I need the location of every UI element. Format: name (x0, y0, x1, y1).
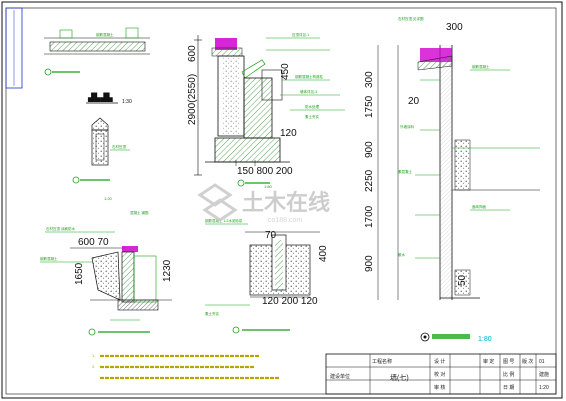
svg-text:钢筋混凝土 1:2水泥砂浆: 钢筋混凝土 1:2水泥砂浆 (205, 218, 243, 223)
watermark: 土木在线 co188.com (197, 183, 330, 224)
section-2: 600 70 1650 1230 石材压顶 涂刷防水 钢筋混凝土 混凝土 钢筋 (40, 210, 173, 336)
svg-text:钢筋混凝土: 钢筋混凝土 (40, 256, 58, 261)
scale-label-3: 1:80 (264, 184, 273, 189)
elev-dim-3: 900 (364, 141, 375, 158)
svg-text:墙体详见-3: 墙体详见-3 (300, 89, 317, 94)
dim-section3-v1: 70 (265, 230, 277, 241)
tb-cell-8: 版 次 (522, 358, 533, 365)
dim-section1-v2: 2900(2550) (187, 74, 198, 125)
detail-pillar: 石材压顶 (72, 117, 130, 184)
svg-text:素混凝土: 素混凝土 (398, 169, 412, 174)
tb-cell-6: 比 例 (503, 371, 514, 378)
svg-text:石材压顶 涂刷防水: 石材压顶 涂刷防水 (46, 226, 75, 231)
elev-dim-6: 900 (364, 255, 375, 272)
svg-text:素土夯实: 素土夯实 (205, 311, 219, 316)
note-1-number: 1. (92, 353, 95, 358)
tb-project-label: 工程名称 (372, 358, 392, 365)
dim-section2-v3: 1230 (162, 259, 173, 282)
section-3: 70 400 120 200 120 钢筋混凝土 1:2水泥砂浆 素土夯实 (205, 218, 329, 334)
note-2-number: 2. (92, 364, 95, 369)
watermark-sub: co188.com (268, 217, 302, 224)
tb-cell-4: 审 定 (483, 358, 494, 365)
svg-text:防水处理: 防水处理 (305, 104, 319, 109)
tb-value-1: 01 (539, 359, 545, 365)
svg-text:外墙涂料: 外墙涂料 (400, 124, 414, 129)
svg-text:石材压顶: 石材压顶 (112, 144, 126, 149)
dim-section1-v1: 600 (187, 45, 198, 62)
dim-section3-h: 120 200 120 (262, 296, 318, 307)
section-1: 600 2900(2550) 150 800 200 450 120 压顶详见-… (187, 32, 345, 187)
binding-strip (5, 7, 23, 89)
tb-cell-2: 校 对 (434, 371, 445, 378)
tb-cell-5: 图 号 (503, 359, 514, 365)
svg-text:面砖饰面: 面砖饰面 (472, 204, 486, 209)
svg-text:钢筋混凝土: 钢筋混凝土 (96, 32, 114, 37)
tb-value-5: 建施 (539, 371, 549, 378)
detail-label-left: ▟▙▟▙ 1:30 (86, 92, 132, 105)
notes-block: 1. 2. (92, 353, 280, 380)
elev-dim-7: 300 (446, 22, 463, 33)
dim-section1-v3: 450 (280, 63, 291, 80)
tb-cell-7: 日 期 (503, 385, 514, 391)
dim-section3-v2: 400 (318, 245, 329, 262)
svg-text:素土夯实: 素土夯实 (305, 114, 319, 119)
detail-top-left: 钢筋混凝土 (44, 27, 150, 76)
elev-dim-1: 300 (364, 71, 375, 88)
svg-text:钢筋混凝土构造柱: 钢筋混凝土构造柱 (295, 74, 323, 79)
dim-section1-h: 150 800 200 (237, 166, 293, 177)
tb-title: 墙(七) (390, 373, 409, 382)
title-block: 工程名称 墙(七) 建设单位 设 计 校 对 审 核 审 定 图 号 比 例 日… (325, 353, 557, 395)
dim-section1-v4: 120 (280, 128, 297, 139)
elev-dim-4: 2250 (364, 169, 375, 192)
svg-text:石材压顶 见详图: 石材压顶 见详图 (398, 16, 424, 21)
elev-dim-2: 1750 (364, 95, 375, 118)
elev-dim-5: 1700 (364, 205, 375, 228)
inner-border (5, 7, 557, 395)
dim-section2-v2: 1650 (74, 262, 85, 285)
tb-owner-label: 建设单位 (330, 373, 350, 380)
elevation: 300 1750 900 2250 1700 900 300 20 50 石材压… (364, 16, 540, 343)
scale-label-1: 1:30 (122, 99, 132, 105)
cap-block (215, 38, 237, 50)
watermark-text: 土木在线 (242, 190, 330, 215)
svg-text:散水: 散水 (398, 252, 406, 257)
elev-dim-8: 20 (408, 96, 420, 107)
svg-text:混凝土 钢筋: 混凝土 钢筋 (130, 210, 149, 215)
dim-section2-h: 600 70 (78, 237, 109, 248)
tb-cell-3: 审 核 (434, 384, 445, 391)
detail-title-glyphs: ▟▙▟▙ (87, 92, 113, 102)
tb-cell-1: 设 计 (434, 358, 445, 365)
detail-marker-circle (420, 332, 430, 342)
elev-dim-9: 50 (457, 274, 468, 286)
elev-scale-label: 1:80 (478, 336, 492, 343)
svg-text:钢筋混凝土: 钢筋混凝土 (472, 64, 490, 69)
tb-value-6: 1:20 (539, 385, 549, 391)
scale-label-2: 1:20 (104, 196, 113, 201)
svg-text:压顶详见-1: 压顶详见-1 (292, 32, 309, 37)
